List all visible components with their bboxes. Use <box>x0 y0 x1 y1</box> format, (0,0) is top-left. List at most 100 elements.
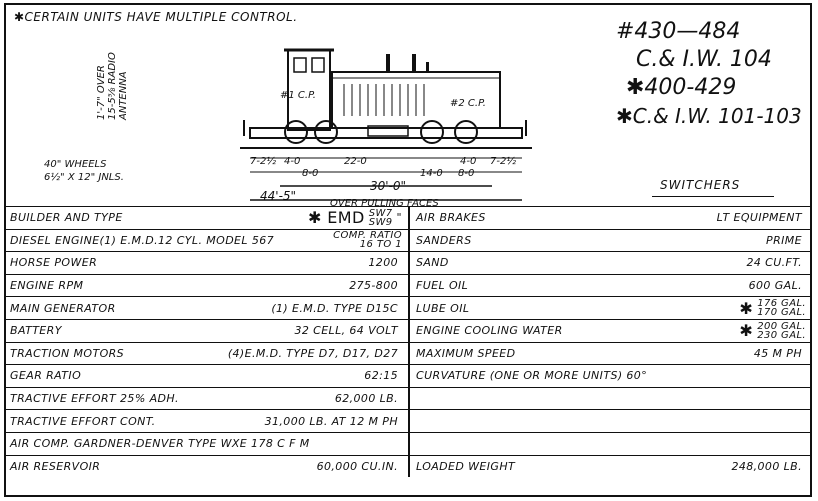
spec-row: HORSE POWER 1200 SAND 24 CU.FT. <box>4 251 812 275</box>
spec-cell-left: MAIN GENERATOR (1) E.M.D. TYPE D15C <box>4 296 410 320</box>
spec-value: LT EQUIPMENT <box>716 211 802 225</box>
frame <box>249 127 523 139</box>
spec-value-bottom: SW9 <box>368 216 393 228</box>
spec-label: ENGINE COOLING WATER <box>416 324 563 338</box>
spec-label: ENGINE RPM <box>10 279 84 293</box>
spec-cell-right: LUBE OIL✱176 GAL.170 GAL. <box>409 296 812 320</box>
spec-label: TRACTION MOTORS <box>10 346 125 360</box>
spec-label: LOADED WEIGHT <box>416 459 516 473</box>
spec-value-stacked: 176 GAL.170 GAL. <box>757 298 806 319</box>
spec-label: AIR BRAKES <box>416 211 486 225</box>
spec-value: 62:15 <box>364 369 398 383</box>
multiple-control-marker: ✱ <box>739 321 754 341</box>
spec-value: (4)E.M.D. TYPE D7, D17, D27 <box>227 346 398 360</box>
antenna-note-line-1: 1'-7" OVER <box>96 65 107 120</box>
spec-value-stacked: 200 GAL.230 GAL. <box>757 320 806 341</box>
spec-row: GEAR RATIO 62:15 CURVATURE (ONE OR MORE UN… <box>4 364 812 388</box>
spec-cell-right: SAND 24 CU.FT. <box>409 251 812 275</box>
spec-cell-left: TRACTION MOTORS (4)E.M.D. TYPE D7, D17, D… <box>4 341 410 365</box>
dim-1: 7-2½ <box>250 155 276 167</box>
spec-cell-left: TRACTIVE EFFORT CONT. 31,000 LB. AT 12 M … <box>4 409 410 433</box>
wheels-note-line-2: 6½" X 12" JNLS. <box>44 172 124 183</box>
spec-value-top: COMP. RATIO <box>333 230 402 242</box>
spec-value: 45 M PH <box>753 346 802 360</box>
spec-label: AIR RESERVOIR <box>10 459 101 473</box>
spec-cell-right <box>409 431 812 456</box>
spec-value-top: 176 GAL. <box>757 298 806 310</box>
spec-label: TRACTIVE EFFORT CONT. <box>10 414 156 428</box>
spec-cell-left: ENGINE RPM 275-800 <box>4 273 410 297</box>
spec-label: TRACTIVE EFFORT 25% ADH. <box>10 392 179 406</box>
spec-label: FUEL OIL <box>416 279 469 293</box>
spec-cell-left: HORSE POWER 1200 <box>4 251 410 275</box>
spec-row: MAIN GENERATOR (1) E.M.D. TYPE D15C LUBE O… <box>4 296 812 320</box>
spec-cell-right <box>409 386 812 410</box>
spec-cell-left: TRACTIVE EFFORT 25% ADH. 62,000 LB. <box>4 386 410 410</box>
spec-label: AIR COMP. GARDNER-DENVER TYPE WXE 178 C … <box>10 437 310 451</box>
spec-value: 31,000 LB. AT 12 M PH <box>264 414 398 428</box>
spec-value: 60,000 CU.IN. <box>316 459 398 473</box>
spec-label: DIESEL ENGINE(1) E.M.D.12 CYL. MODEL 567 <box>10 233 275 247</box>
spec-value-top: SW7 <box>368 207 393 219</box>
wheels-note-line-1: 40" WHEELS <box>44 159 107 170</box>
spec-cell-right: CURVATURE (ONE OR MORE UNITS) 60° <box>409 364 812 388</box>
road-number-2: C.& I.W. 104 <box>636 47 772 72</box>
multiple-control-marker: ✱ EMD <box>307 208 365 228</box>
spec-label: GEAR RATIO <box>10 369 82 383</box>
class-underline <box>652 196 774 197</box>
spec-value: 1200 <box>368 256 398 270</box>
dim-6: 7-2½ <box>490 155 516 167</box>
spec-value-top: 200 GAL. <box>757 320 806 332</box>
dim-overall: 44'-5" <box>260 189 296 203</box>
cp-label-2: #1 C.P. <box>280 90 316 101</box>
spec-value-bottom: 230 GAL. <box>757 329 806 341</box>
road-number-1: #430—484 <box>616 19 741 44</box>
class-label: SWITCHERS <box>660 178 741 192</box>
spec-cell-right <box>409 409 812 433</box>
spec-cell-right: LOADED WEIGHT 248,000 LB. <box>409 454 812 478</box>
spec-value-bottom: 170 GAL. <box>757 307 806 319</box>
dim-2: 4-0 <box>284 156 300 167</box>
spec-row: TRACTIVE EFFORT 25% ADH. 62,000 LB. <box>4 386 812 410</box>
spec-label: LUBE OIL <box>416 301 470 315</box>
spec-label: HORSE POWER <box>10 256 98 270</box>
antenna-note-line-2: 15-5⅝ RADIO <box>107 52 118 120</box>
spec-row: ENGINE RPM 275-800 FUEL OIL 600 GAL. <box>4 273 812 297</box>
spec-cell-right: AIR BRAKES LT EQUIPMENT <box>409 206 812 230</box>
road-numbers: #430—484 C.& I.W. 104 ✱400-429 ✱C.& I.W.… <box>616 18 806 130</box>
spec-label: CURVATURE (ONE OR MORE UNITS) 60° <box>416 369 648 383</box>
spec-cell-left: GEAR RATIO 62:15 <box>4 364 410 388</box>
spec-row: DIESEL ENGINE(1) E.M.D.12 CYL. MODEL 567… <box>4 228 812 252</box>
spec-cell-left: AIR COMP. GARDNER-DENVER TYPE WXE 178 C … <box>4 431 410 456</box>
dim-4: 14-0 <box>420 168 443 179</box>
spec-value: 248,000 LB. <box>731 459 802 473</box>
spec-row: TRACTIVE EFFORT CONT. 31,000 LB. AT 12 M … <box>4 409 812 433</box>
spec-row: AIR RESERVOIR 60,000 CU.IN. LOADED WEIGHT 2… <box>4 454 812 478</box>
spec-label: SAND <box>416 256 449 270</box>
spec-value: (1) E.M.D. TYPE D15C <box>271 301 398 315</box>
spec-cell-right: FUEL OIL 600 GAL. <box>409 273 812 297</box>
spec-value: 600 GAL. <box>748 279 802 293</box>
spec-cell-left: AIR RESERVOIR 60,000 CU.IN. <box>4 454 410 478</box>
dim-7: 8-0 <box>302 168 318 179</box>
dim-overall-note: OVER PULLING FACES <box>330 198 439 206</box>
spec-label: BATTERY <box>10 324 62 338</box>
spec-value: 275-800 <box>349 279 398 293</box>
spec-value-sub: " <box>396 211 402 225</box>
road-number-3: ✱400-429 <box>626 75 737 100</box>
locomotive-drawing: #1 C.P. #2 C.P. 7-2½ 4-0 22-0 14-0 4-0 7… <box>240 48 532 206</box>
road-number-4: ✱C.& I.W. 101-103 <box>616 104 802 128</box>
spec-cell-right: ENGINE COOLING WATER ✱200 GAL.230 GAL. <box>409 318 812 343</box>
dim-30: 30'-0" <box>370 179 406 193</box>
spec-label: MAIN GENERATOR <box>10 301 116 315</box>
spec-value: 62,000 LB. <box>334 392 398 406</box>
spec-value: 24 CU.FT. <box>746 256 802 270</box>
